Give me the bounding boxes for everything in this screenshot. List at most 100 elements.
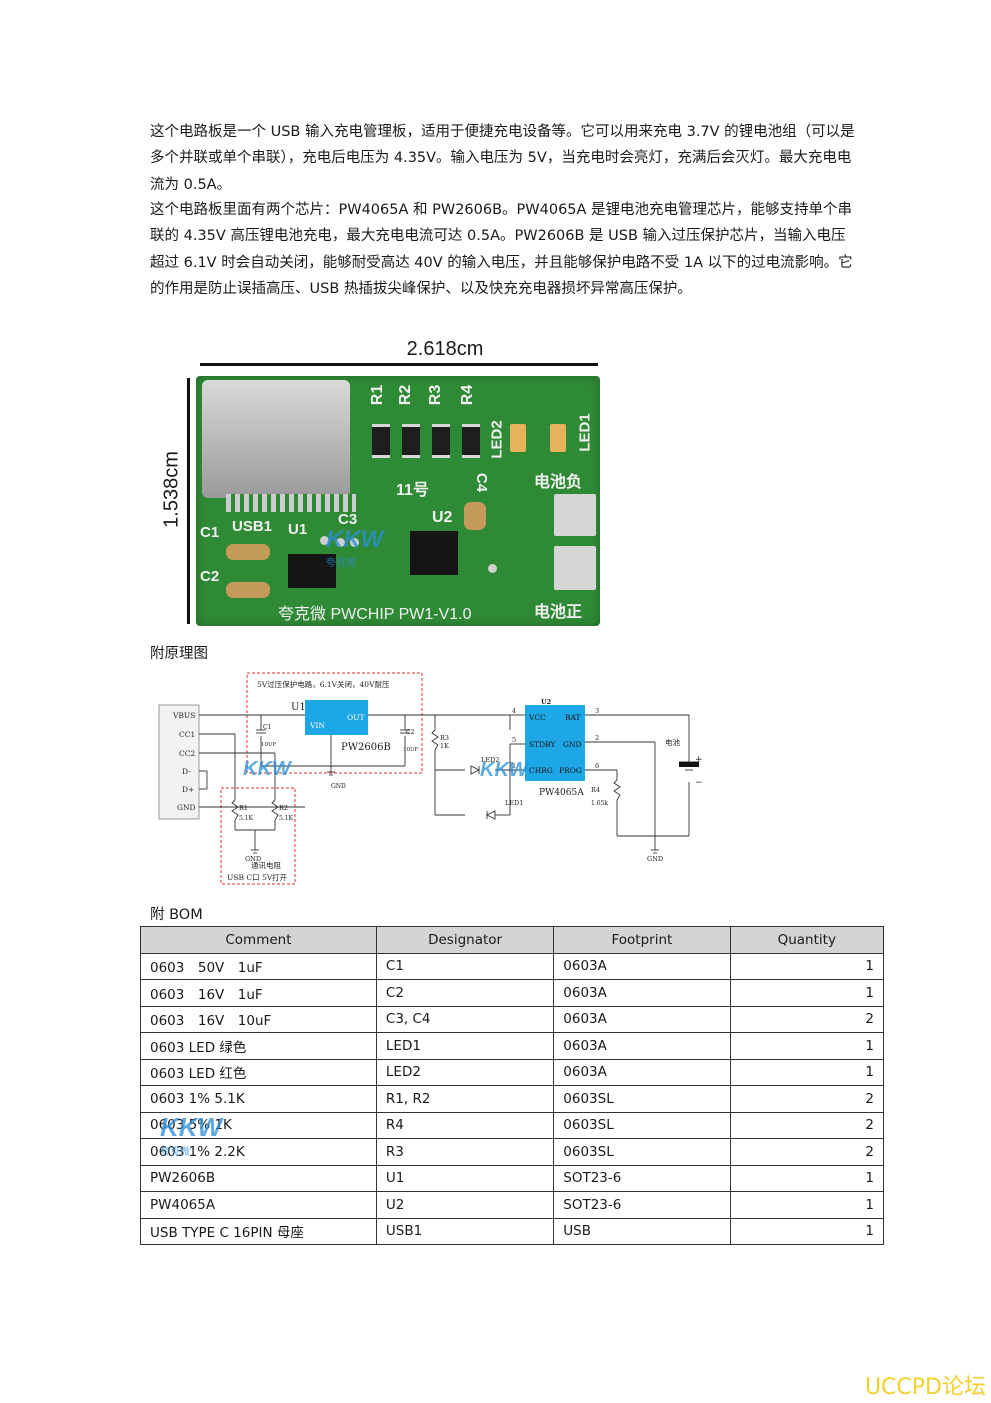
via <box>320 536 329 545</box>
u2-pin3-number: 3 <box>595 707 599 715</box>
u1-label: U1 <box>291 702 306 713</box>
header-footprint: Footprint <box>553 926 731 954</box>
r2-value: 5.1K <box>279 815 294 822</box>
r1-value: 5.1K <box>239 815 254 822</box>
cell-designator: R1, R2 <box>375 1085 555 1113</box>
silk-battery-negative: 电池负 <box>534 474 583 491</box>
gnd-cc: GND <box>245 855 261 863</box>
cell-designator: R3 <box>375 1138 555 1166</box>
height-dimension-label: 1.538cm <box>160 451 183 528</box>
u2-label: U2 <box>541 698 551 706</box>
cc-dashed-box <box>220 787 296 885</box>
pin-gnd: GND <box>177 803 196 812</box>
cell-designator: R4 <box>375 1111 555 1139</box>
usb-c-symbol <box>158 704 200 820</box>
bom-header-row: Comment Designator Footprint Quantity <box>140 926 885 954</box>
chip-u2 <box>410 531 458 575</box>
u1-part: PW2606B <box>341 742 391 753</box>
led2-label: LED2 <box>481 756 499 764</box>
silk-c4: C4 <box>473 472 491 493</box>
c2-value: 10UF <box>403 747 419 753</box>
intro-paragraph-1: 这个电路板是一个 USB 输入充电管理板，适用于便捷充电设备等。它可以用来充电 … <box>150 124 855 193</box>
cell-footprint: 0603A <box>553 1032 731 1060</box>
intro-paragraph-2: 这个电路板里面有两个芯片：PW4065A 和 PW2606B。PW4065A 是… <box>150 202 853 297</box>
u2-pin2-number: 2 <box>595 734 599 742</box>
capacitor-c2 <box>226 582 270 598</box>
cell-comment: 0603 1% 2.2K <box>140 1138 377 1166</box>
cell-footprint: 0603SL <box>553 1138 731 1166</box>
header-designator: Designator <box>375 926 555 954</box>
gnd-u1: GND <box>331 783 346 790</box>
silk-r3: R3 <box>427 384 445 406</box>
c1-value: 10UF <box>261 742 277 748</box>
resistor-r2 <box>402 424 420 458</box>
chip-u1 <box>288 554 336 588</box>
cell-quantity: 1 <box>729 1058 885 1086</box>
cell-footprint: SOT23-6 <box>553 1191 731 1219</box>
cell-footprint: 0603A <box>553 1058 731 1086</box>
pcb-photo: 2.618cm 1.538cm R1 R2 R3 R4 LED2 LED1 C4… <box>160 338 605 630</box>
cell-quantity: 2 <box>729 1111 885 1139</box>
cell-designator: C3, C4 <box>375 1005 555 1033</box>
r3-label: R3 <box>440 734 449 742</box>
schematic-caption: 附原理图 <box>150 646 208 662</box>
usb-connector-pins <box>226 494 356 512</box>
cell-comment: PW2606B <box>140 1164 377 1192</box>
c2-label: C2 <box>406 729 415 736</box>
battery-label: 电池 <box>665 737 680 747</box>
cell-quantity: 1 <box>729 1217 885 1245</box>
silk-u2: U2 <box>432 509 453 526</box>
cell-designator: C1 <box>375 952 555 980</box>
u2-chip-symbol <box>525 705 585 781</box>
battery-minus: − <box>695 778 703 788</box>
silk-c2: C2 <box>200 568 220 585</box>
silk-footer: 夸克微 PWCHIP PW1-V1.0 <box>278 606 472 623</box>
cell-comment: 0603 LED 红色 <box>140 1058 377 1086</box>
silk-led2: LED2 <box>488 420 506 459</box>
silk-u1: U1 <box>288 521 308 538</box>
pin-dminus: D- <box>182 767 191 776</box>
schematic-diagram: 5V过压保护电路，6.1V关闭，40V耐压 VBUS CC1 CC2 D- D+… <box>158 672 703 885</box>
cell-designator: USB1 <box>375 1217 555 1245</box>
u2-pin1-number: 1 <box>512 762 516 770</box>
u2-pin-gnd: GND <box>563 740 582 749</box>
r2-label: R2 <box>279 804 288 812</box>
u2-pin6-number: 6 <box>595 762 599 770</box>
u2-pin-bat: BAT <box>565 713 581 722</box>
r1-label: R1 <box>239 804 248 812</box>
kkw-logo-schematic-1: KKW <box>243 758 293 780</box>
pin-cc1: CC1 <box>179 730 195 739</box>
via <box>488 564 497 573</box>
silk-c1: C1 <box>200 524 220 541</box>
battery-plate <box>679 762 699 767</box>
cell-comment: USB TYPE C 16PIN 母座 <box>140 1217 377 1245</box>
cell-footprint: 0603A <box>553 979 731 1007</box>
cc-note-1: 通讯电阻 <box>251 860 281 870</box>
usb-c-connector <box>202 380 350 498</box>
u1-chip-symbol <box>305 700 368 735</box>
cell-designator: LED2 <box>375 1058 555 1086</box>
cell-footprint: 0603SL <box>553 1085 731 1113</box>
silk-r1: R1 <box>369 384 387 406</box>
resistor-r4 <box>462 424 480 458</box>
via <box>336 538 345 547</box>
ovp-dashed-box <box>246 672 423 774</box>
r4-label: R4 <box>591 786 600 794</box>
r3-value: 1K <box>440 742 449 750</box>
capacitor-c1 <box>226 544 270 560</box>
battery-plus: + <box>695 755 703 765</box>
u1-pin-out: OUT <box>347 713 364 722</box>
silk-led1: LED1 <box>576 413 594 452</box>
silk-c3: C3 <box>338 511 358 528</box>
width-dimension-label: 2.618cm <box>406 338 484 360</box>
battery-positive-pad <box>554 546 596 590</box>
